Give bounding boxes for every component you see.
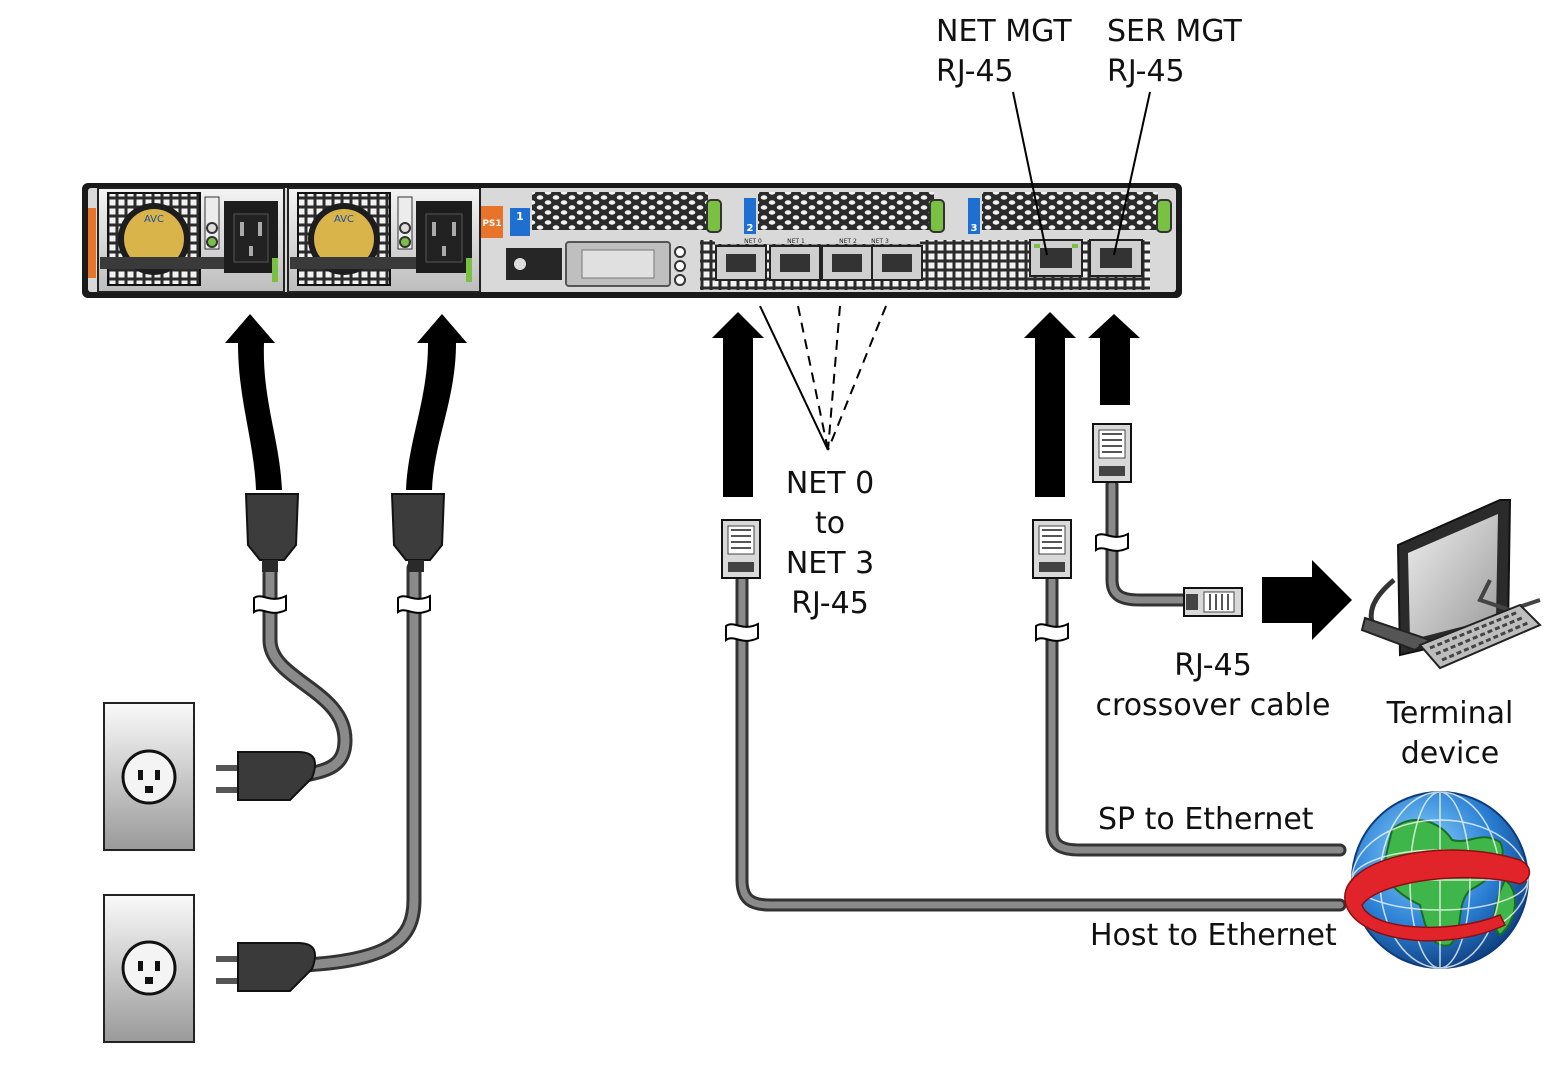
svg-text:AVC: AVC (144, 214, 164, 225)
arrows (225, 312, 1352, 640)
slot-2-badge (744, 198, 756, 234)
host-ethernet-arrow (712, 312, 764, 497)
latch-icon[interactable] (929, 199, 945, 233)
ps-indicator-strip (88, 208, 96, 278)
power-connector-0 (244, 493, 300, 572)
latch-icon[interactable] (1156, 199, 1172, 233)
fan-label-icon (124, 209, 184, 269)
latch-icon[interactable] (466, 258, 472, 282)
ps-tag (481, 206, 503, 238)
power-supply-1: AVC (287, 187, 481, 293)
net-2-port[interactable] (821, 245, 873, 281)
net-mgt-label-line1: NET MGT (936, 14, 1072, 49)
rj45-connector-serial (1092, 423, 1132, 483)
net-ports-label-line4: RJ-45 (791, 586, 869, 621)
power-arrow-1 (406, 314, 467, 490)
callout-lines (759, 91, 1151, 451)
svg-text:NET 2: NET 2 (839, 238, 857, 245)
ser-mgt-label-line2: RJ-45 (1107, 54, 1185, 89)
terminal-label-line1: Terminal (1386, 696, 1514, 731)
globe-internet-icon (1344, 791, 1531, 969)
power-supply-0: AVC (97, 187, 285, 293)
svg-text:2: 2 (747, 223, 754, 234)
vent-grille (758, 192, 934, 230)
wall-outlet-1 (103, 894, 195, 1043)
net-3-port[interactable] (871, 245, 923, 281)
sp-ethernet-label: SP to Ethernet (1098, 802, 1314, 837)
server-rear-panel: AVC AVC (82, 183, 1182, 298)
svg-text:1: 1 (516, 210, 524, 223)
net-mgt-label-line2: RJ-45 (936, 54, 1014, 89)
rj45-connector-host (721, 519, 761, 579)
rj45-connector-terminal (1183, 587, 1243, 617)
crossover-label-line1: RJ-45 (1174, 648, 1252, 683)
rj45-connector-sp (1032, 519, 1072, 579)
terminal-computer-icon (1360, 499, 1542, 670)
host-ethernet-label: Host to Ethernet (1090, 918, 1337, 953)
serial-arrow (1088, 314, 1140, 405)
power-arrow-0 (225, 314, 282, 490)
slot-3-badge (968, 198, 980, 234)
fan-label-icon (314, 209, 374, 269)
wall-plug-0 (216, 751, 316, 801)
vent-grille (982, 192, 1158, 230)
net-ports-label-line2: to (814, 506, 846, 541)
latch-icon[interactable] (706, 199, 722, 233)
net-ports-label-line3: NET 3 (785, 546, 875, 581)
orbit-ring-icon (1344, 849, 1531, 942)
net-ports-label-line1: NET 0 (785, 466, 875, 501)
wall-outlet-0 (103, 702, 195, 851)
cable-break-marks (253, 532, 1129, 642)
terminal-label-line2: device (1400, 736, 1500, 771)
cables (262, 478, 1347, 973)
svg-text:AVC: AVC (334, 214, 354, 225)
svg-text:3: 3 (971, 223, 978, 234)
latch-icon[interactable] (272, 258, 278, 282)
svg-text:PS1: PS1 (482, 219, 501, 229)
terminal-arrow (1262, 560, 1352, 640)
wall-plug-1 (216, 942, 316, 992)
net-mgt-port[interactable] (1029, 239, 1083, 277)
net-1-port[interactable] (769, 245, 821, 281)
crossover-label-line2: crossover cable (1095, 688, 1331, 723)
svg-text:NET 3: NET 3 (871, 238, 889, 245)
slot-1-badge (510, 208, 530, 236)
sp-ethernet-arrow (1024, 312, 1076, 497)
svg-text:NET 1: NET 1 (787, 238, 805, 245)
svg-text:NET 0: NET 0 (744, 238, 762, 245)
vent-grille (532, 192, 708, 230)
power-connector-1 (390, 493, 446, 572)
net-0-port[interactable] (715, 245, 767, 281)
ser-mgt-label-line1: SER MGT (1107, 14, 1242, 49)
